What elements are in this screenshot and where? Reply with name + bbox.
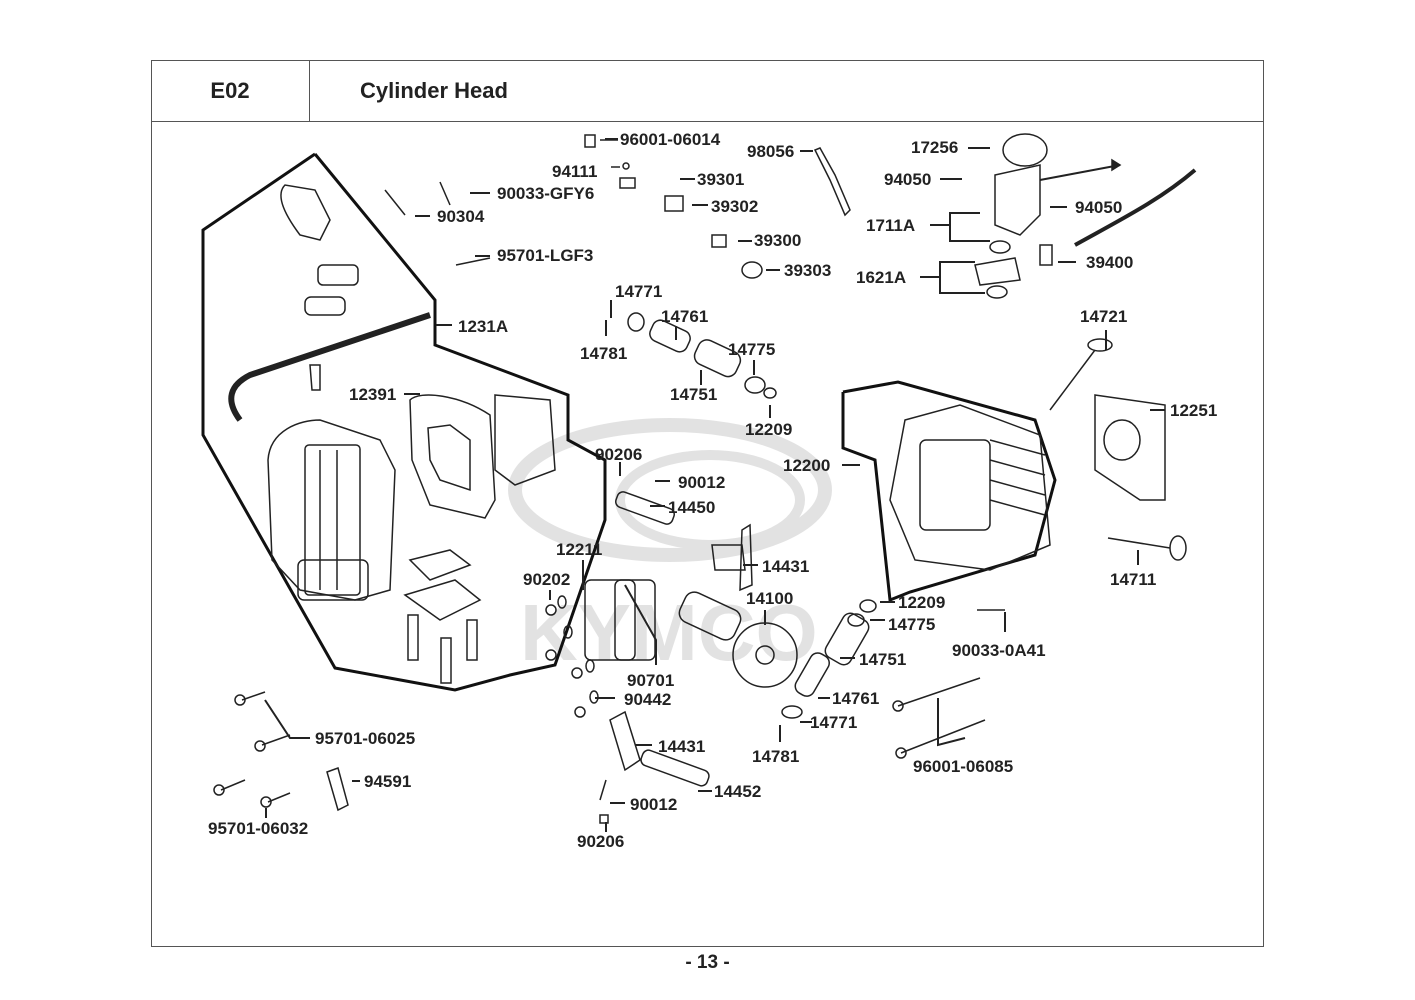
part-label-1711a: 1711A [866,216,916,235]
part-label-95701-06025: 95701-06025 [315,729,416,748]
part-label-1231a: 1231A [458,317,509,336]
cylinder-head [889,404,1051,571]
part-label-94111: 94111 [552,162,598,181]
part-label-94050: 94050 [1075,198,1123,217]
part-label-90206: 90206 [595,445,643,464]
part-label-14751: 14751 [670,385,718,404]
part-label-14761: 14761 [661,307,709,326]
part-label-14771: 14771 [810,713,858,732]
breather-pipe [228,184,431,422]
header-divider [310,121,1264,122]
section-code: E02 [151,60,310,122]
cover-group-outline [201,152,607,692]
valve-springs-upper [627,312,777,399]
part-label-14452: 14452 [714,782,762,801]
part-label-14431: 14431 [762,557,810,576]
part-label-14751: 14751 [859,650,907,669]
part-label-12251: 12251 [1170,401,1218,420]
valve-cover [267,419,396,601]
part-label-14771: 14771 [615,282,663,301]
studs [892,609,1005,759]
part-label-1621a: 1621A [856,268,907,287]
cover-bolts [403,549,482,684]
valve-cover-gasket [409,394,556,519]
head-group-outline [841,380,1057,603]
part-label-12200: 12200 [783,456,831,475]
part-label-90033-gfy6: 90033-GFY6 [497,184,595,203]
part-label-94591: 94591 [364,772,412,791]
kymco-watermark-logo: KYMCO [508,418,832,677]
part-label-95701-lgf3: 95701-LGF3 [497,246,594,265]
part-label-90012: 90012 [678,473,726,492]
part-label-17256: 17256 [911,138,959,157]
part-label-14781: 14781 [752,747,800,766]
camshaft-assembly [584,491,798,787]
part-label-14100: 14100 [746,589,794,608]
valves [1049,338,1187,561]
part-label-12209: 12209 [745,420,793,439]
part-label-14781: 14781 [580,344,628,363]
part-label-12391: 12391 [349,385,397,404]
thermostat-housing [974,133,1197,299]
part-label-90206: 90206 [577,832,625,851]
valve-springs-lower [781,599,877,719]
part-label-90012: 90012 [630,795,678,814]
part-label-14711: 14711 [1110,570,1157,589]
lower-bolts [213,691,609,824]
part-label-39303: 39303 [784,261,832,280]
part-label-14775: 14775 [888,615,936,634]
part-label-14431: 14431 [658,737,706,756]
part-label-14450: 14450 [668,498,716,517]
diagram-frame [151,60,1264,947]
part-label-90033-0a41: 90033-0A41 [952,641,1046,660]
part-label-39302: 39302 [711,197,759,216]
nuts-washers [545,595,599,718]
part-label-12211: 12211 [556,540,603,559]
part-label-14761: 14761 [832,689,880,708]
page-number: - 13 - [685,952,730,973]
part-label-90202: 90202 [523,570,571,589]
part-label-90442: 90442 [624,690,672,709]
leader-lines [264,138,1165,832]
part-label-90701: 90701 [627,671,675,690]
part-label-39300: 39300 [754,231,802,250]
part-label-39301: 39301 [697,170,745,189]
part-label-95701-06032: 95701-06032 [208,819,309,838]
part-label-14775: 14775 [728,340,776,359]
part-label-12209: 12209 [898,593,946,612]
small-parts-top [384,134,851,279]
part-label-98056: 98056 [747,142,795,161]
watermark-text: KYMCO [520,588,818,677]
part-label-94050: 94050 [884,170,932,189]
page-title: Cylinder Head [360,78,508,103]
part-label-14721: 14721 [1080,307,1128,326]
part-label-96001-06014: 96001-06014 [620,130,721,149]
part-label-90304: 90304 [437,207,485,226]
part-label-39400: 39400 [1086,253,1134,272]
part-label-96001-06085: 96001-06085 [913,757,1014,776]
